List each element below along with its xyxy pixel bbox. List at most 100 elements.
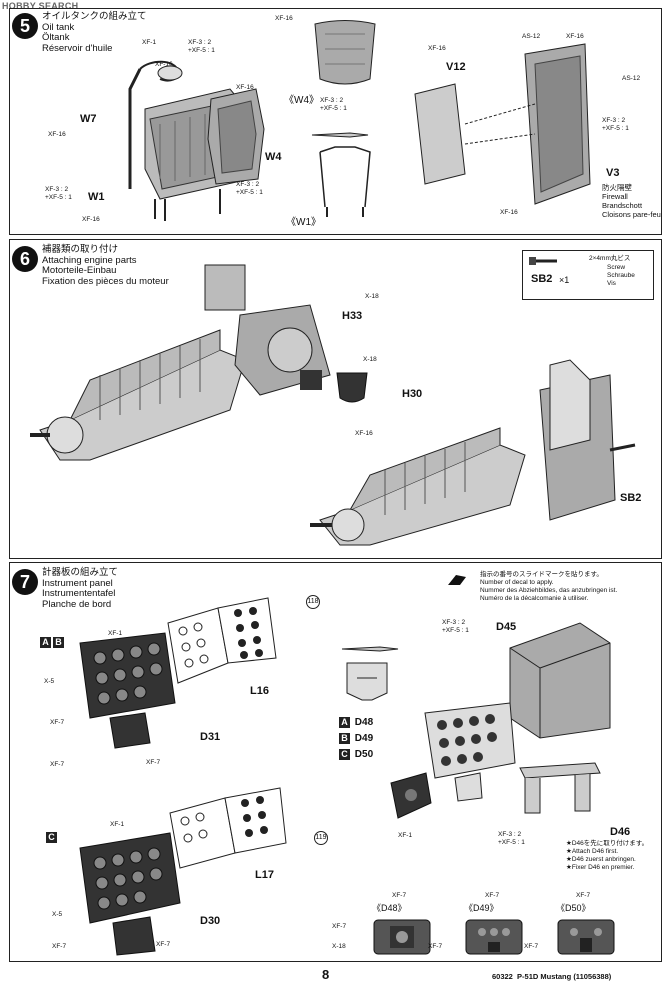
part-sb2-label: SB2: [620, 492, 642, 504]
part-d46-label: D46: [610, 826, 631, 838]
d49-detail-illustration: [465, 919, 523, 955]
paint-xf16-label: XF-16: [566, 33, 584, 40]
paint-xf7-label: XF-7: [146, 759, 161, 766]
paint-x18-label: X-18: [332, 943, 346, 950]
h30-part-illustration: [336, 372, 368, 403]
option-a: A D48: [339, 717, 373, 733]
option-list: A D48 B D49 C D50: [339, 717, 373, 765]
part-d31-label: D31: [200, 731, 221, 743]
part-v12-label: V12: [446, 61, 466, 73]
d48-detail-illustration: [373, 919, 431, 955]
paint-mix-label: XF-3 : 2+XF-5 : 1: [442, 619, 469, 634]
paint-xf7-label: XF-7: [156, 941, 171, 948]
paint-xf7-label: XF-7: [576, 892, 591, 899]
version-c-badge: C: [46, 827, 59, 845]
decal-mark-icon: [448, 575, 466, 585]
paint-mix-label: XF-3 : 2+XF-5 : 1: [320, 97, 347, 112]
paint-xf1-label: XF-1: [110, 821, 125, 828]
part-d30-label: D30: [200, 915, 221, 927]
screw-jp: 2×4mm丸ビス: [589, 255, 631, 262]
page-number: 8: [322, 967, 330, 982]
paint-x18-label: X-18: [365, 293, 379, 300]
paint-xf7-label: XF-7: [50, 761, 65, 768]
paint-xf7-label: XF-7: [52, 943, 67, 950]
part-w7-label: W7: [80, 113, 97, 125]
paint-xf16-label: XF-16: [275, 15, 293, 22]
w4-detail-illustration: [314, 20, 376, 85]
screw-qty: ×1: [559, 275, 570, 285]
part-h30-label: H30: [402, 388, 423, 400]
part-h33-label: H33: [342, 310, 363, 322]
paint-xf7-label: XF-7: [392, 892, 407, 899]
screw-code: SB2: [531, 273, 553, 285]
accessory-parts-illustration: [204, 264, 331, 396]
attach-first-note: ★D46を先に取り付けます。 ★Attach D46 first. ★D46 z…: [566, 840, 649, 871]
step-7-title: 計器板の組み立て Instrument panel Instrumententa…: [42, 567, 119, 610]
instrument-panel-c-illustration: [79, 832, 181, 956]
screw-icon: [529, 257, 557, 265]
step-5-title: オイルタンクの組み立て Oil tank Öltank Réservoir d'…: [42, 11, 147, 54]
w4-detail-label: 《W4》: [284, 95, 319, 106]
paint-as12-label: AS-12: [622, 75, 641, 82]
w1-detail-illustration: [319, 146, 371, 217]
d49-detail-label: 《D49》: [464, 903, 499, 913]
paint-mix-label: XF-3 : 2+XF-5 : 1: [602, 117, 629, 132]
engine-illustration-1: [30, 329, 246, 461]
firewall-assembly-illustration: [539, 359, 636, 521]
step-5-panel: 5 オイルタンクの組み立て Oil tank Öltank Réservoir …: [9, 8, 662, 235]
part-l17-label: L17: [255, 869, 274, 881]
paint-xf7-label: XF-7: [50, 719, 65, 726]
step-5-number: 5: [12, 13, 38, 39]
d48-detail-label: 《D48》: [372, 903, 407, 913]
part-d45-label: D45: [496, 621, 517, 633]
paint-x18-label: X-18: [363, 356, 377, 363]
step-5-title-jp: オイルタンクの組み立て: [42, 11, 147, 22]
paint-as12-label: AS-12: [522, 33, 541, 40]
w4-part-illustration: [207, 88, 265, 185]
paint-xf7-label: XF-7: [428, 943, 443, 950]
engine-illustration-2: [310, 427, 526, 546]
bracket-illustration: [346, 662, 388, 701]
paint-mix-label: XF-3 : 2+XF-5 : 1: [236, 181, 263, 196]
paint-mix-label: XF-3 : 2+XF-5 : 1: [188, 39, 215, 54]
paint-xf16-label: XF-16: [428, 45, 446, 52]
step-7-panel: 7 計器板の組み立て Instrument panel Instrumenten…: [9, 562, 662, 962]
footer-ref: 60322 P-51D Mustang (11056388): [492, 972, 612, 981]
paint-xf7-label: XF-7: [524, 943, 539, 950]
paint-xf1-label: XF-1: [142, 39, 157, 46]
option-c: C D50: [339, 749, 373, 765]
paint-mix-label: XF-3 : 2+XF-5 : 1: [498, 831, 525, 846]
paint-xf16-label: XF-16: [355, 430, 373, 437]
paint-mix-label: XF-3 : 2+XF-5 : 1: [45, 186, 72, 201]
part-v3-label: V3: [606, 167, 620, 179]
brush-icon: [341, 646, 399, 652]
step-6-number: 6: [12, 246, 38, 272]
step-5-title-fr: Réservoir d'huile: [42, 42, 113, 54]
paint-xf1-label: XF-1: [398, 832, 413, 839]
watermark: HOBBY SEARCH: [2, 1, 79, 11]
paint-xf16-label: XF-16: [236, 84, 254, 91]
part-l16-label: L16: [250, 685, 269, 697]
paint-x5-label: X-5: [44, 678, 55, 685]
step-5-title-de: Öltank: [42, 32, 70, 43]
paint-xf7-label: XF-7: [332, 923, 347, 930]
decal-sheet-119-illustration: [169, 787, 287, 869]
paint-xf16-label: XF-16: [500, 209, 518, 216]
decal-sheet-118-illustration: [167, 597, 277, 684]
decal-119-badge: 119: [314, 831, 328, 845]
decal-118-badge: 118: [306, 595, 320, 609]
option-part-illustration: [390, 772, 432, 819]
d50-detail-illustration: [557, 919, 615, 955]
brush-icon: [311, 132, 369, 138]
paint-x5-label: X-5: [52, 911, 63, 918]
instrument-panel-ab-illustration: [79, 632, 176, 749]
paint-xf16-label: XF-16: [82, 216, 100, 223]
step-5-title-en: Oil tank: [42, 21, 75, 33]
d46-part-illustration: [519, 762, 601, 814]
step-6-panel: 6 補器類の取り付け Attaching engine parts Motort…: [9, 239, 662, 559]
instrument-panel-assembly-illustration: [424, 702, 516, 802]
step-7-number: 7: [12, 569, 38, 595]
